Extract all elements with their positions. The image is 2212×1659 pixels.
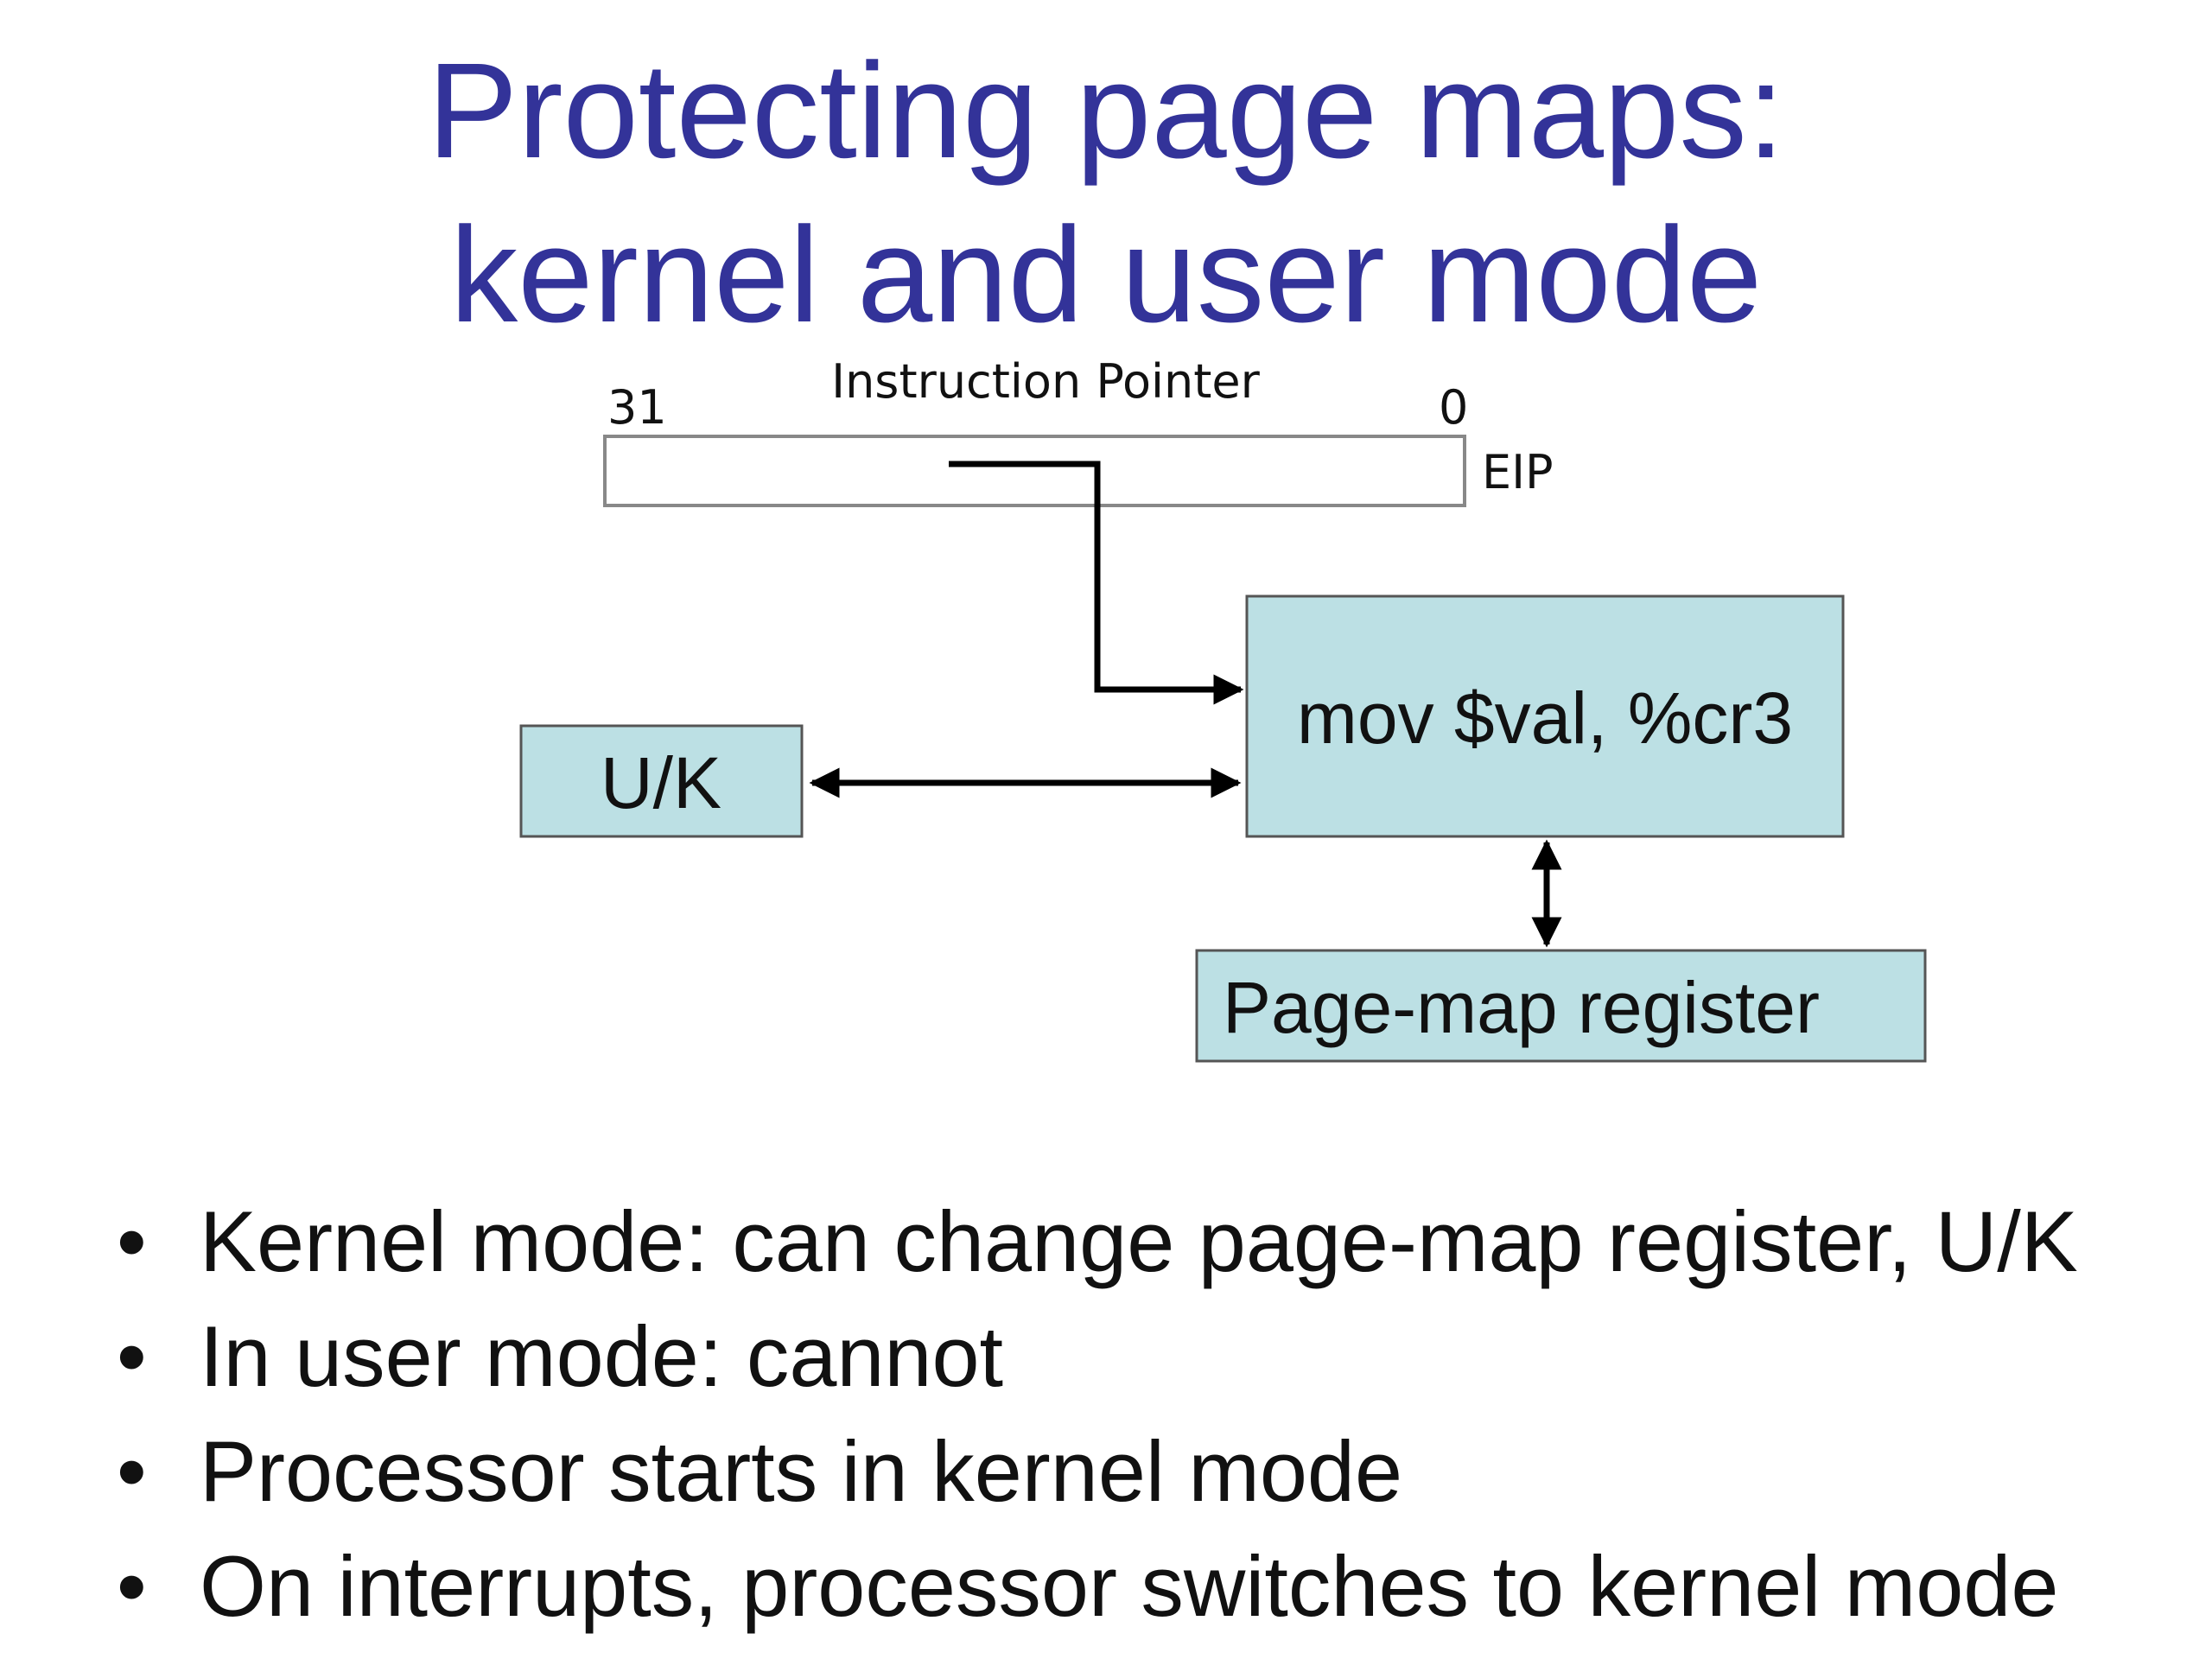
bullet-dot-icon: • (117, 1423, 147, 1519)
eip-to-mov-arrow (949, 461, 1244, 705)
bullet-text: In user mode: cannot (200, 1308, 1004, 1404)
page-map-register-box (1195, 949, 1927, 1063)
page-map-register-text: Page-map register (1223, 967, 1820, 1048)
bit-31-label: 31 (607, 380, 667, 435)
mov-instruction-box (1245, 594, 1845, 838)
bullet-dot-icon: • (117, 1193, 147, 1289)
bullet-item: • In user mode: cannot (117, 1299, 2078, 1414)
bullet-list: • Kernel mode: can change page-map regist… (117, 1184, 2078, 1643)
uk-mode-box (519, 724, 804, 838)
bullet-text: On interrupts, processor switches to ker… (200, 1538, 2059, 1634)
bullet-text: Processor starts in kernel mode (200, 1423, 1403, 1519)
bullet-item: • On interrupts, processor switches to ke… (117, 1529, 2078, 1643)
bullet-text: Kernel mode: can change page-map registe… (200, 1193, 2078, 1289)
uk-mode-text: U/K (601, 742, 721, 823)
bullet-item: • Kernel mode: can change page-map regist… (117, 1184, 2078, 1299)
slide-title-line-1: Protecting page maps: (427, 35, 1785, 187)
bullet-dot-icon: • (117, 1538, 147, 1634)
instruction-pointer-label: Instruction Pointer (831, 354, 1260, 409)
bullet-dot-icon: • (117, 1308, 147, 1404)
slide-title-line-2: kernel and user mode (449, 200, 1763, 351)
bit-0-label: 0 (1439, 380, 1468, 435)
mov-instruction-text: mov $val, %cr3 (1297, 677, 1793, 759)
eip-label: EIP (1482, 445, 1554, 499)
bullet-item: • Processor starts in kernel mode (117, 1414, 2078, 1529)
eip-register-box (603, 435, 1466, 507)
